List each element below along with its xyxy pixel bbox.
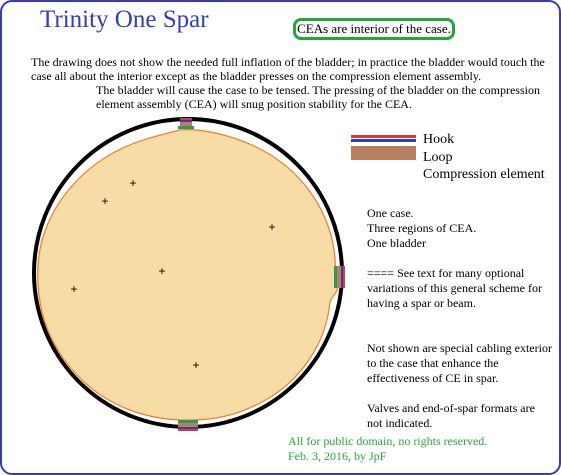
marker: +: [101, 194, 108, 208]
cea-bottom-hook-blue: [178, 427, 198, 429]
cea-top-hook-red: [180, 118, 192, 120]
cea-bottom-compression: [178, 420, 198, 423]
legend-hook-label: Hook: [423, 132, 455, 147]
legend-hook-red-swatch: [351, 135, 416, 138]
markers: + + + + + +: [70, 176, 275, 372]
bladder-tension-note: The bladder will cause the case to be te…: [96, 83, 540, 111]
legend-loop-label: Loop: [423, 150, 453, 165]
bladder-shape: [37, 129, 339, 421]
bladder-inflation-note: The drawing does not show the needed ful…: [31, 55, 545, 83]
cea-top: [178, 118, 194, 129]
cea-top-compression: [178, 126, 194, 129]
marker: +: [192, 358, 199, 372]
cea-right-hook-blue: [341, 266, 343, 288]
summary-line: Three regions of CEA.: [367, 221, 477, 235]
cabling-note: Not shown are special cabling exterior t…: [367, 341, 552, 385]
summary-note: One case. Three regions of CEA. One blad…: [367, 206, 552, 251]
cea-interior-badge: CEAs are interior of the case.: [293, 18, 455, 40]
cea-top-hook-blue: [180, 120, 192, 122]
summary-line: One bladder: [367, 236, 426, 250]
marker: +: [129, 176, 136, 190]
public-domain-credit: All for public domain, no rights reserve…: [288, 434, 488, 448]
cea-top-loop: [180, 122, 192, 126]
cea-bottom-hook-red: [178, 429, 198, 431]
cea-right-compression: [334, 266, 337, 288]
page-title: Trinity One Spar: [40, 6, 209, 33]
valves-note: Valves and end-of-spar formats are not i…: [367, 401, 535, 430]
legend-compression-label: Compression element: [423, 167, 545, 182]
marker: +: [158, 264, 165, 278]
marker: +: [268, 220, 275, 234]
legend-loop-swatch: [351, 146, 416, 160]
date-author-credit: Feb. 3, 2016, by JpF: [288, 449, 387, 463]
variations-note: ==== See text for many optional variatio…: [367, 266, 542, 310]
cea-bottom: [178, 420, 198, 431]
cea-bottom-loop: [178, 423, 198, 427]
cea-right-loop: [337, 266, 341, 288]
marker: +: [70, 282, 77, 296]
cea-right: [334, 266, 345, 288]
summary-line: One case.: [367, 206, 414, 220]
legend-hook-blue-swatch: [351, 139, 416, 142]
cea-right-hook-red: [343, 266, 345, 288]
